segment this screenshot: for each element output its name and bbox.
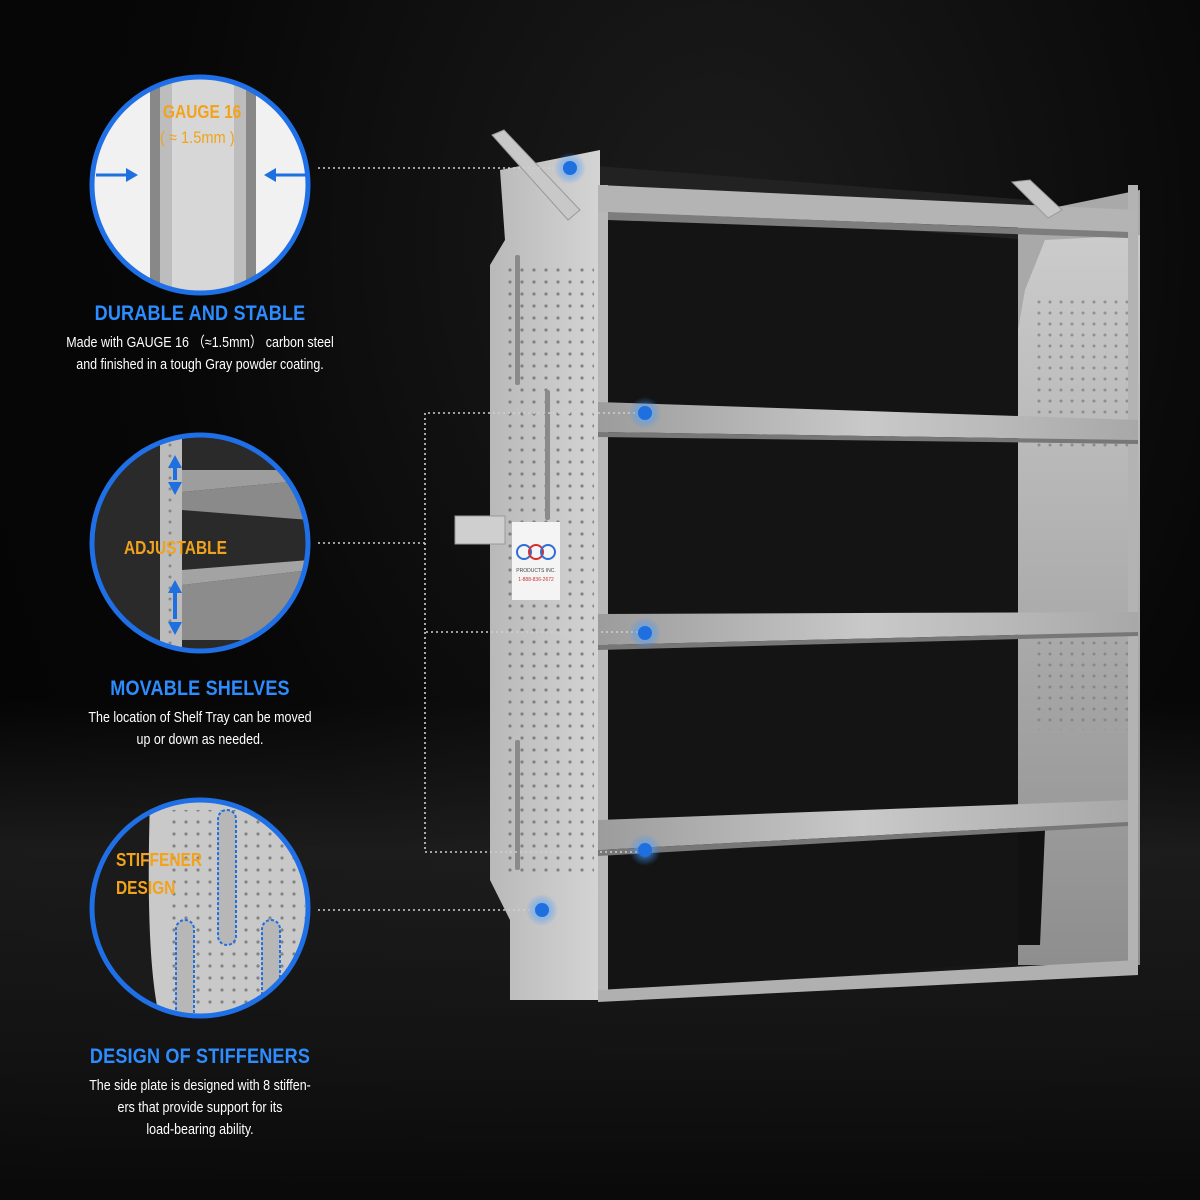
gauge-label: GAUGE 16 <box>163 102 242 122</box>
magnifier-adjustable <box>89 432 311 654</box>
feature-title: DURABLE AND STABLE <box>94 302 306 325</box>
left-panel-slot-2 <box>545 390 550 520</box>
stiffener-design-label: DESIGN <box>116 878 176 898</box>
back-panel <box>600 170 1035 995</box>
gauge-thickness-label: ( ≈ 1.5mm ) <box>160 128 235 147</box>
callout-dot-icon <box>629 397 661 429</box>
feature-durable: DURABLE AND STABLE Made with GAUGE 16 （≈… <box>0 302 400 376</box>
feature-desc-line: Made with GAUGE 16 （≈1.5mm） carbon steel <box>66 335 334 351</box>
callout-dots <box>526 152 661 926</box>
right-panel-lower-cutout <box>1018 830 1045 945</box>
shelf-1 <box>598 402 1138 444</box>
feature-desc-line: up or down as needed. <box>136 732 264 748</box>
shelf-2 <box>598 612 1138 650</box>
callout-line-adjustable-3 <box>424 632 640 853</box>
front-upright-right <box>1128 185 1138 965</box>
feature-desc-line: ers that provide support for its <box>117 1100 283 1116</box>
feature-title: MOVABLE SHELVES <box>110 677 290 700</box>
callout-line-adjustable <box>318 412 640 544</box>
feature-desc-line: The location of Shelf Tray can be moved <box>88 710 312 726</box>
feature-desc-line: and finished in a tough Gray powder coat… <box>76 357 324 373</box>
feature-movable: MOVABLE SHELVES The location of Shelf Tr… <box>0 677 400 751</box>
left-panel-slot-3 <box>515 740 520 870</box>
callout-dot-icon <box>526 894 558 926</box>
feature-title: DESIGN OF STIFFENERS <box>89 1045 311 1068</box>
shelf-3 <box>598 800 1128 856</box>
feature-description: The location of Shelf Tray can be moved … <box>28 707 372 751</box>
stiffener-label: STIFFENER <box>116 850 203 870</box>
adjustable-label: ADJUSTABLE <box>124 538 227 558</box>
top-right-bracket <box>1010 179 1063 219</box>
feature-description: Made with GAUGE 16 （≈1.5mm） carbon steel… <box>28 332 372 376</box>
feature-desc-line: load-bearing ability. <box>146 1122 254 1138</box>
callout-dot-icon <box>629 617 661 649</box>
up-down-arrow-icon <box>168 455 182 635</box>
arrow-right-icon <box>96 168 138 182</box>
side-bracket <box>454 515 506 545</box>
callout-dot-icon <box>554 152 586 184</box>
logo-phone-text: 1-888-836-2672 <box>518 577 554 583</box>
magnifier-gauge <box>89 74 311 296</box>
callout-lines <box>318 167 640 911</box>
feature-stiffeners: DESIGN OF STIFFENERS The side plate is d… <box>0 1045 400 1141</box>
shelving-unit: PRODUCTS INC. 1-888-836-2672 <box>454 129 1140 1002</box>
bottom-frame <box>598 960 1138 1002</box>
arrow-left-icon <box>264 168 306 182</box>
feature-desc-line: The side plate is designed with 8 stiffe… <box>89 1078 311 1094</box>
magnifier-stiffener <box>89 797 311 1019</box>
brand-logo-label: PRODUCTS INC. 1-888-836-2672 <box>512 522 560 600</box>
top-frame <box>598 185 1138 232</box>
front-upright-left <box>598 185 608 1000</box>
top-frame-inner <box>608 212 1128 238</box>
top-left-bracket <box>491 129 581 221</box>
logo-sub-text: PRODUCTS INC. <box>516 568 555 574</box>
feature-description: The side plate is designed with 8 stiffe… <box>28 1075 372 1141</box>
callout-dot-icon <box>629 834 661 866</box>
left-panel-slot-1 <box>515 255 520 385</box>
